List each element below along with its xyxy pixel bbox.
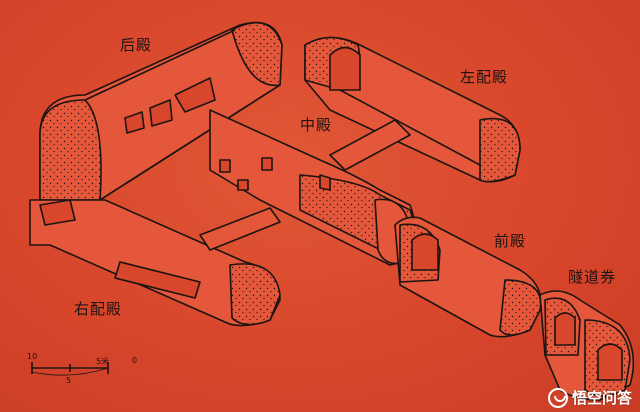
- left-side-hall-vault: [304, 36, 521, 183]
- scale-tick-5: 5: [66, 376, 72, 385]
- front-hall-vault: [394, 216, 542, 338]
- rear-hall-vault: [39, 21, 283, 201]
- scale-tick-5m: 5米: [96, 357, 110, 366]
- tunnel-arch-vault: [539, 290, 635, 401]
- wukong-logo-icon: [547, 387, 568, 408]
- label-left-side-hall: 左配殿: [460, 68, 509, 86]
- watermark: 悟空问答: [547, 387, 632, 408]
- right-corridor: [199, 207, 281, 251]
- label-rear-hall: 后殿: [120, 36, 153, 54]
- scale-tick-10: 10: [27, 352, 38, 361]
- label-middle-hall: 中殿: [300, 116, 333, 134]
- label-tunnel-arch: 隧道券: [568, 268, 617, 286]
- label-front-hall: 前殿: [494, 232, 527, 250]
- scale-bar: [31, 362, 109, 376]
- right-side-hall-vault: [29, 199, 281, 327]
- watermark-text: 悟空问答: [571, 389, 632, 407]
- label-right-side-hall: 右配殿: [74, 300, 123, 318]
- left-corridor: [329, 119, 411, 171]
- scale-tick-0: 0: [132, 356, 138, 365]
